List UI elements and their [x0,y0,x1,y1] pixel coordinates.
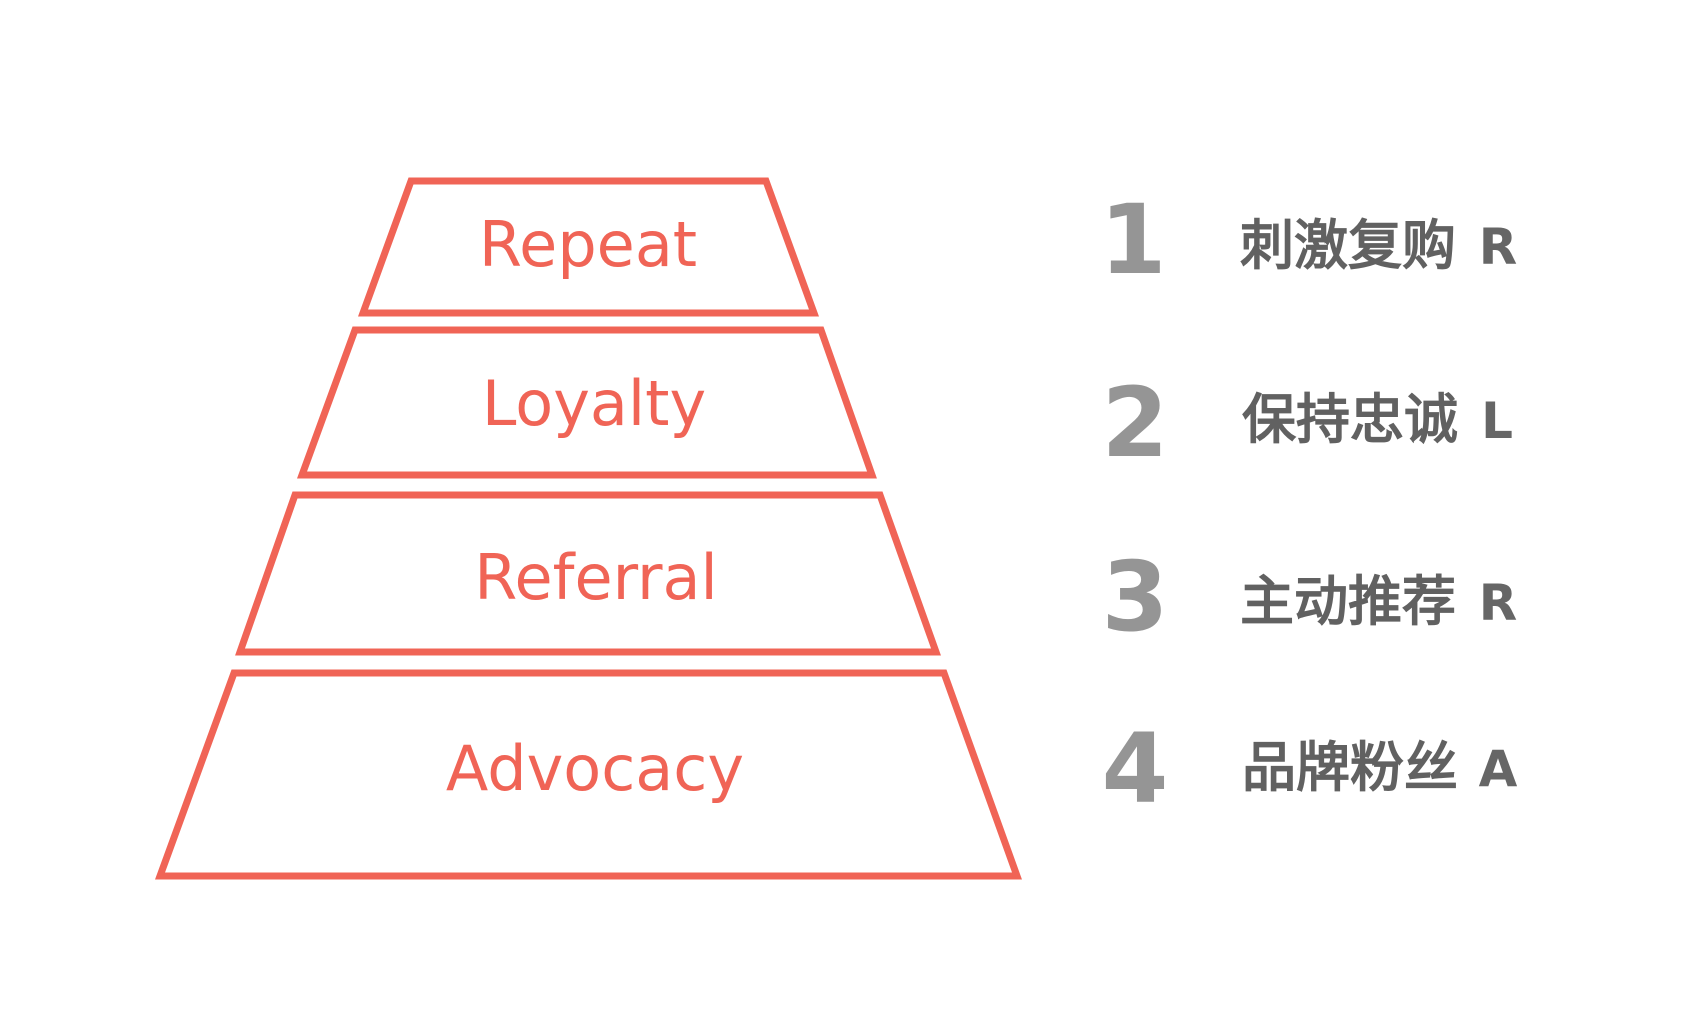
tier-referral: Referral [235,491,941,656]
tier-repeat: Repeat [358,177,819,317]
step-number-1: 1 [1100,184,1167,296]
tier-shape-referral [235,491,941,656]
step-4: 4 品牌粉丝 A [1102,713,1518,825]
step-letter-3: R [1479,574,1518,632]
step-text-4: 品牌粉丝 [1242,736,1458,799]
tier-loyalty: Loyalty [296,326,877,479]
tier-shape-repeat [358,177,819,317]
step-2: 2 保持忠诚 L [1102,367,1513,479]
step-number-3: 3 [1102,541,1169,653]
step-letter-4: A [1479,740,1518,798]
tier-label-advocacy: Advocacy [446,732,744,805]
tier-label-loyalty: Loyalty [482,367,706,440]
tier-label-repeat: Repeat [479,208,697,281]
tier-label-referral: Referral [474,541,718,614]
step-letter-1: R [1479,218,1518,276]
step-3: 3 主动推荐 R [1102,541,1518,653]
step-text-3: 主动推荐 [1240,570,1456,633]
step-text-1: 刺激复购 [1240,214,1456,277]
tier-advocacy: Advocacy [154,669,1022,880]
step-letter-2: L [1481,392,1513,450]
tier-shape-loyalty [296,326,877,479]
step-number-4: 4 [1102,713,1169,825]
step-text-2: 保持忠诚 [1242,388,1458,451]
tier-shape-advocacy [154,669,1022,880]
step-1: 1 刺激复购 R [1100,184,1518,296]
step-number-2: 2 [1102,367,1169,479]
